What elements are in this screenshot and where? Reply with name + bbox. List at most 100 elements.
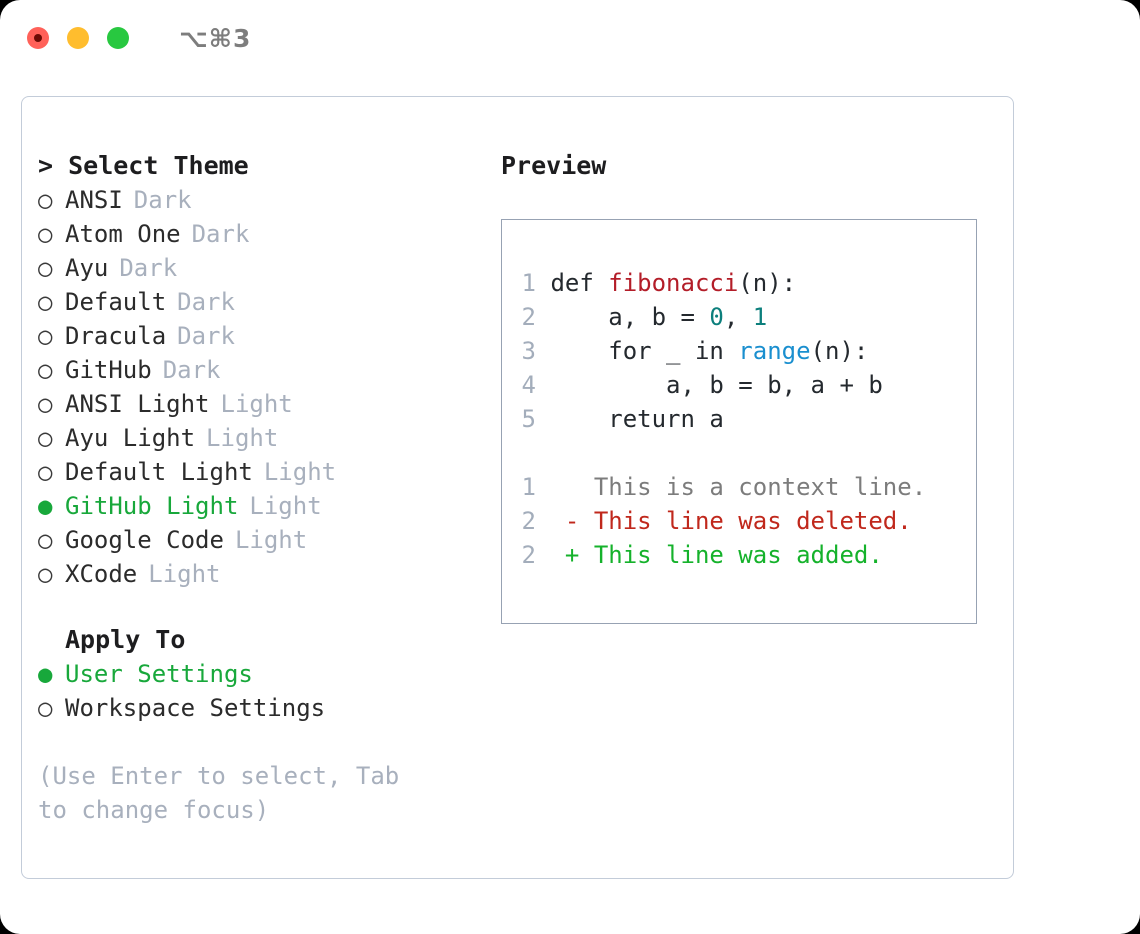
apply-to-option-label: User Settings (65, 660, 253, 688)
code-token-num: 1 (752, 303, 768, 331)
theme-option-label: Ayu (65, 254, 109, 282)
theme-option-variant-tag: Light (206, 424, 279, 452)
close-button[interactable] (27, 27, 49, 49)
diff-line-number: 2 (521, 541, 536, 569)
theme-option-variant-tag: Light (249, 492, 322, 520)
diff-line-number: 2 (521, 507, 536, 535)
theme-option-xcode[interactable]: ○ XCode Light (38, 557, 498, 591)
keyboard-hint: (Use Enter to select, Tab to change focu… (38, 762, 400, 824)
code-line-number: 3 (521, 337, 536, 365)
theme-option-variant-tag: Dark (177, 322, 235, 350)
spacer (38, 591, 498, 623)
theme-option-variant-tag: Light (220, 390, 293, 418)
theme-option-dracula[interactable]: ○ Dracula Dark (38, 319, 498, 353)
radio-unselected-icon: ○ (38, 186, 53, 214)
apply-to-option-user-settings[interactable]: ● User Settings (38, 657, 498, 691)
radio-selected-icon: ● (38, 492, 53, 520)
diff-text: This is a context line. (593, 473, 927, 501)
apply-to-heading: Apply To (65, 625, 186, 654)
theme-option-label: Dracula (65, 322, 167, 350)
theme-option-variant-tag: Dark (177, 288, 235, 316)
theme-option-label: Google Code (65, 526, 224, 554)
radio-unselected-icon: ○ (38, 254, 53, 282)
theme-option-default[interactable]: ○ Default Dark (38, 285, 498, 319)
radio-unselected-icon: ○ (38, 288, 53, 316)
window-controls (27, 27, 129, 49)
preview-heading: Preview (501, 151, 607, 180)
apply-to-option-workspace-settings[interactable]: ○ Workspace Settings (38, 691, 498, 725)
radio-unselected-icon: ○ (38, 390, 53, 418)
code-line-number: 2 (521, 303, 536, 331)
apply-to-option-label: Workspace Settings (65, 694, 326, 722)
theme-option-variant-tag: Dark (191, 220, 250, 248)
theme-option-variant-tag: Dark (162, 356, 221, 384)
theme-option-ansi[interactable]: ○ ANSI Dark (38, 183, 498, 217)
radio-selected-icon: ● (38, 660, 53, 688)
code-line: 3 for _ in range(n): (520, 334, 976, 368)
spacer (520, 436, 976, 470)
theme-option-variant-tag: Light (234, 526, 308, 554)
select-theme-heading: > Select Theme (38, 151, 249, 180)
theme-option-label: ANSI Light (65, 390, 210, 418)
preview-column: Preview 1 def fibonacci (n): 2 a, b = 0, 1… (501, 149, 991, 624)
theme-option-label: Default Light (65, 458, 253, 486)
theme-option-label: Ayu Light (65, 424, 196, 452)
code-token-plain: (n): (810, 337, 869, 365)
radio-unselected-icon: ○ (38, 694, 53, 722)
diff-text: This line was deleted. (593, 507, 912, 535)
minimize-button[interactable] (67, 27, 89, 49)
keyboard-shortcut-label: ⌥⌘3 (179, 23, 252, 53)
code-token-plain: for _ in (550, 337, 739, 365)
code-line-number: 5 (521, 405, 536, 433)
code-line: 5 return a (520, 402, 976, 436)
diff-sign: - (564, 507, 594, 535)
diff-text: This line was added. (593, 541, 883, 569)
diff-sample: 1 This is a context line.2 - This line w… (520, 470, 976, 572)
radio-unselected-icon: ○ (38, 458, 53, 486)
radio-unselected-icon: ○ (38, 560, 53, 588)
theme-option-label: XCode (65, 560, 138, 588)
radio-unselected-icon: ○ (38, 322, 53, 350)
code-token-plain: return a (550, 405, 724, 433)
diff-sign (565, 473, 594, 501)
code-token-fn: fibonacci (608, 269, 739, 297)
diff-line-number: 1 (521, 473, 536, 501)
maximize-button[interactable] (107, 27, 129, 49)
code-token-plain: , (723, 303, 753, 331)
theme-option-label: ANSI (65, 186, 123, 214)
code-token-plain: def (550, 269, 609, 297)
diff-line-ctx: 1 This is a context line. (520, 470, 976, 504)
diff-line-add: 2 + This line was added. (520, 538, 976, 572)
theme-option-variant-tag: Dark (133, 186, 192, 214)
code-line-number: 1 (521, 269, 536, 297)
code-line-number: 4 (521, 371, 536, 399)
code-token-plain: a, b = b, a + b (550, 371, 883, 399)
code-token-num: 0 (709, 303, 724, 331)
theme-option-ansi-light[interactable]: ○ ANSI Light Light (38, 387, 498, 421)
apply-to-list: ● User Settings ○ Workspace Settings (38, 657, 498, 725)
code-line: 2 a, b = 0, 1 (520, 300, 976, 334)
diff-line-del: 2 - This line was deleted. (520, 504, 976, 538)
theme-option-label: Default (65, 288, 167, 316)
theme-option-label: GitHub (65, 356, 152, 384)
theme-option-default-light[interactable]: ○ Default Light Light (38, 455, 498, 489)
code-token-plain: a, b = (550, 303, 710, 331)
code-line: 4 a, b = b, a + b (520, 368, 976, 402)
title-bar: ⌥⌘3 (0, 0, 1140, 76)
theme-option-variant-tag: Light (263, 458, 337, 486)
theme-option-variant-tag: Light (148, 560, 221, 588)
diff-sign: + (564, 541, 594, 569)
